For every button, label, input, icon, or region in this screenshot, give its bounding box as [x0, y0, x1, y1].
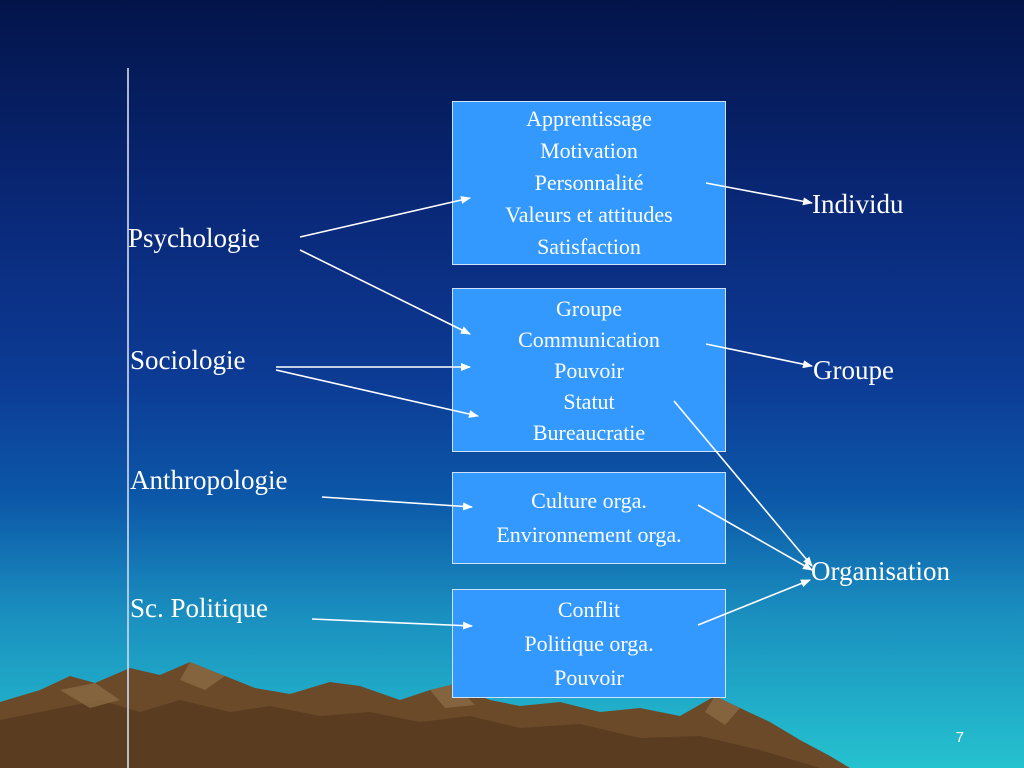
- box-item: Motivation: [540, 138, 638, 163]
- level-groupe: Groupe: [813, 355, 894, 385]
- box-politique-concepts: Conflit Politique orga. Pouvoir: [452, 589, 726, 698]
- box-individu-concepts: Apprentissage Motivation Personnalité Va…: [452, 101, 726, 265]
- box-item: Conflit: [557, 596, 621, 622]
- level-organisation: Organisation: [811, 556, 950, 586]
- box-groupe-concepts: Groupe Communication Pouvoir Statut Bure…: [452, 288, 726, 452]
- vertical-divider: [127, 68, 129, 768]
- box-item: Communication: [518, 326, 660, 352]
- box-item: Groupe: [556, 295, 622, 321]
- box-item: Personnalité: [534, 170, 644, 195]
- discipline-anthropologie: Anthropologie: [130, 465, 288, 495]
- box-item: Pouvoir: [554, 664, 624, 690]
- box-item: Satisfaction: [537, 234, 641, 259]
- discipline-psychologie: Psychologie: [128, 223, 260, 253]
- box-item: Apprentissage: [526, 106, 652, 131]
- box-item: Statut: [563, 388, 615, 414]
- discipline-sociologie: Sociologie: [130, 345, 246, 375]
- level-individu: Individu: [812, 189, 904, 219]
- page-number: 7: [955, 729, 964, 746]
- box-item: Bureaucratie: [532, 419, 646, 445]
- box-item: Politique orga.: [524, 630, 654, 656]
- box-item: Culture orga.: [531, 488, 647, 513]
- box-item: Valeurs et attitudes: [505, 202, 673, 227]
- box-item: Pouvoir: [554, 357, 624, 383]
- discipline-sc-politique: Sc. Politique: [130, 593, 269, 623]
- box-culture-concepts: Culture orga. Environnement orga.: [452, 472, 726, 564]
- box-item: Environnement orga.: [496, 522, 682, 547]
